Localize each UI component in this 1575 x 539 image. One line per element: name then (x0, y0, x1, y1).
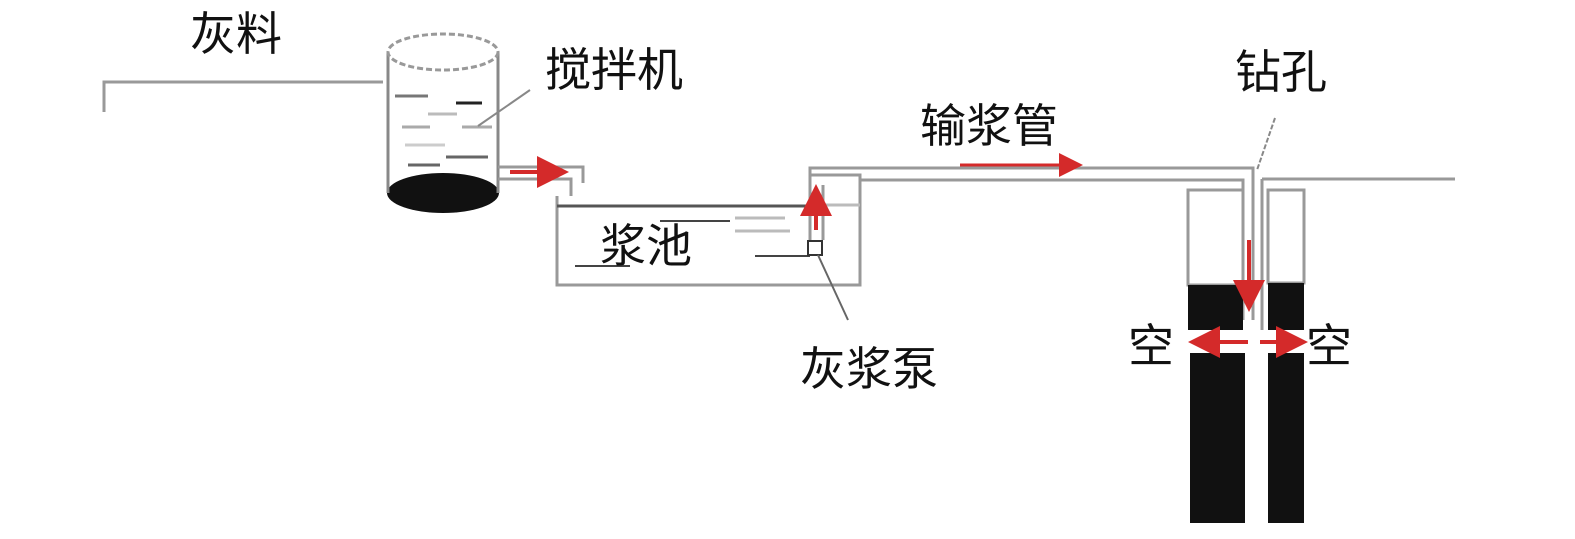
mixer-tank (386, 32, 531, 213)
mixer-leader-line (477, 89, 531, 127)
grout-pump (807, 240, 823, 256)
grout-pipe-label: 输浆管 (920, 99, 1058, 153)
pump-leader-line (817, 254, 849, 321)
mixer-label: 搅拌机 (545, 43, 683, 97)
ash-material-label: 灰料 (190, 7, 282, 61)
void-right-label: 空 (1306, 319, 1352, 373)
slurry-pool-label: 浆池 (600, 219, 692, 273)
void-left-label: 空 (1128, 319, 1174, 373)
ash-feed-line (102, 80, 383, 112)
mixer-outlet-pipe (498, 165, 585, 196)
borehole (1186, 117, 1306, 523)
borehole-label: 钻孔 (1235, 45, 1327, 99)
grout-pump-label: 灰浆泵 (800, 342, 938, 396)
